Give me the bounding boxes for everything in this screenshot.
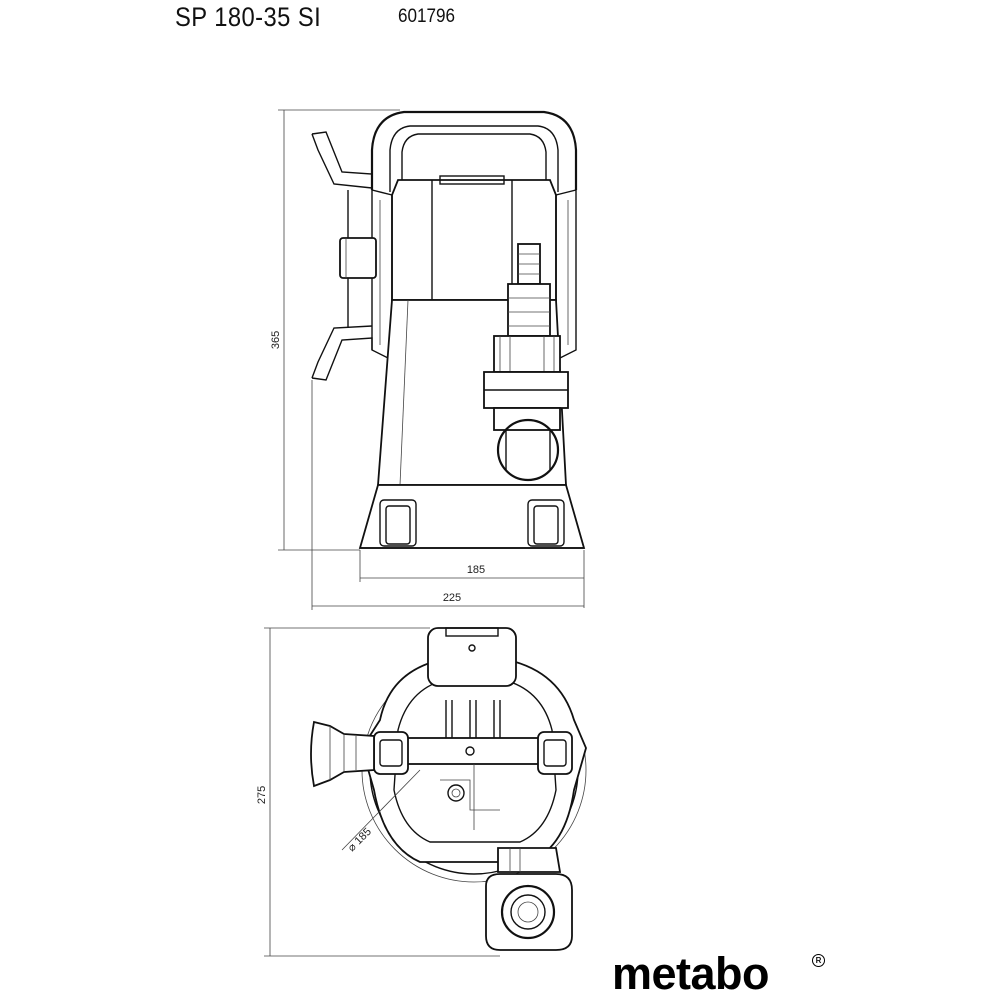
dimension-base-width: 185	[359, 550, 585, 608]
dimension-base-width-label: 185	[467, 564, 485, 576]
dimension-diameter-label: ⌀ 185	[346, 826, 374, 854]
dimension-total-width-label: 225	[443, 592, 461, 604]
registered-mark: R	[812, 954, 825, 967]
dimension-height: 365	[270, 109, 400, 551]
top-view-pump	[310, 627, 587, 951]
dimension-height-label: 365	[270, 331, 282, 349]
dimension-depth-label: 275	[256, 786, 268, 804]
dimension-total-width: 225	[311, 380, 584, 610]
dimension-depth: 275	[256, 627, 500, 957]
brand-logo: metabo	[612, 948, 770, 999]
model-title: SP 180-35 SI	[175, 2, 322, 32]
article-number: 601796	[398, 6, 456, 27]
side-view-pump	[311, 110, 586, 549]
